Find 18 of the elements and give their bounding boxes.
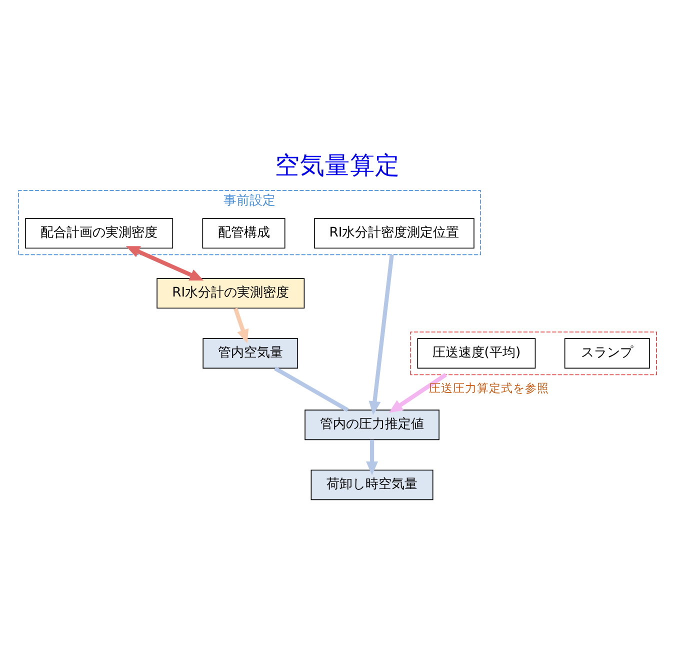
arrow (368, 254, 394, 414)
node-box: スランプ (564, 338, 650, 368)
arrow (388, 372, 447, 412)
cluster (410, 331, 657, 375)
node-box: 管内の圧力推定値 (304, 409, 440, 440)
connector (274, 366, 349, 412)
node-box: RI水分計密度測定位置 (314, 218, 474, 248)
node-box: RI水分計の実測密度 (156, 278, 305, 308)
arrow (126, 246, 204, 280)
node-box: 配管構成 (202, 218, 286, 248)
diagram-title: 空気量算定 (275, 150, 400, 179)
node-box: 配合計画の実測密度 (25, 218, 174, 248)
node-box: 管内空気量 (202, 338, 298, 368)
arrow (366, 439, 378, 475)
node-box: 圧送速度(平均) (417, 338, 536, 368)
edge-label: 圧送圧力算定式を参照 (429, 380, 550, 395)
arrow (233, 307, 249, 343)
node-box: 荷卸し時空気量 (310, 469, 434, 500)
